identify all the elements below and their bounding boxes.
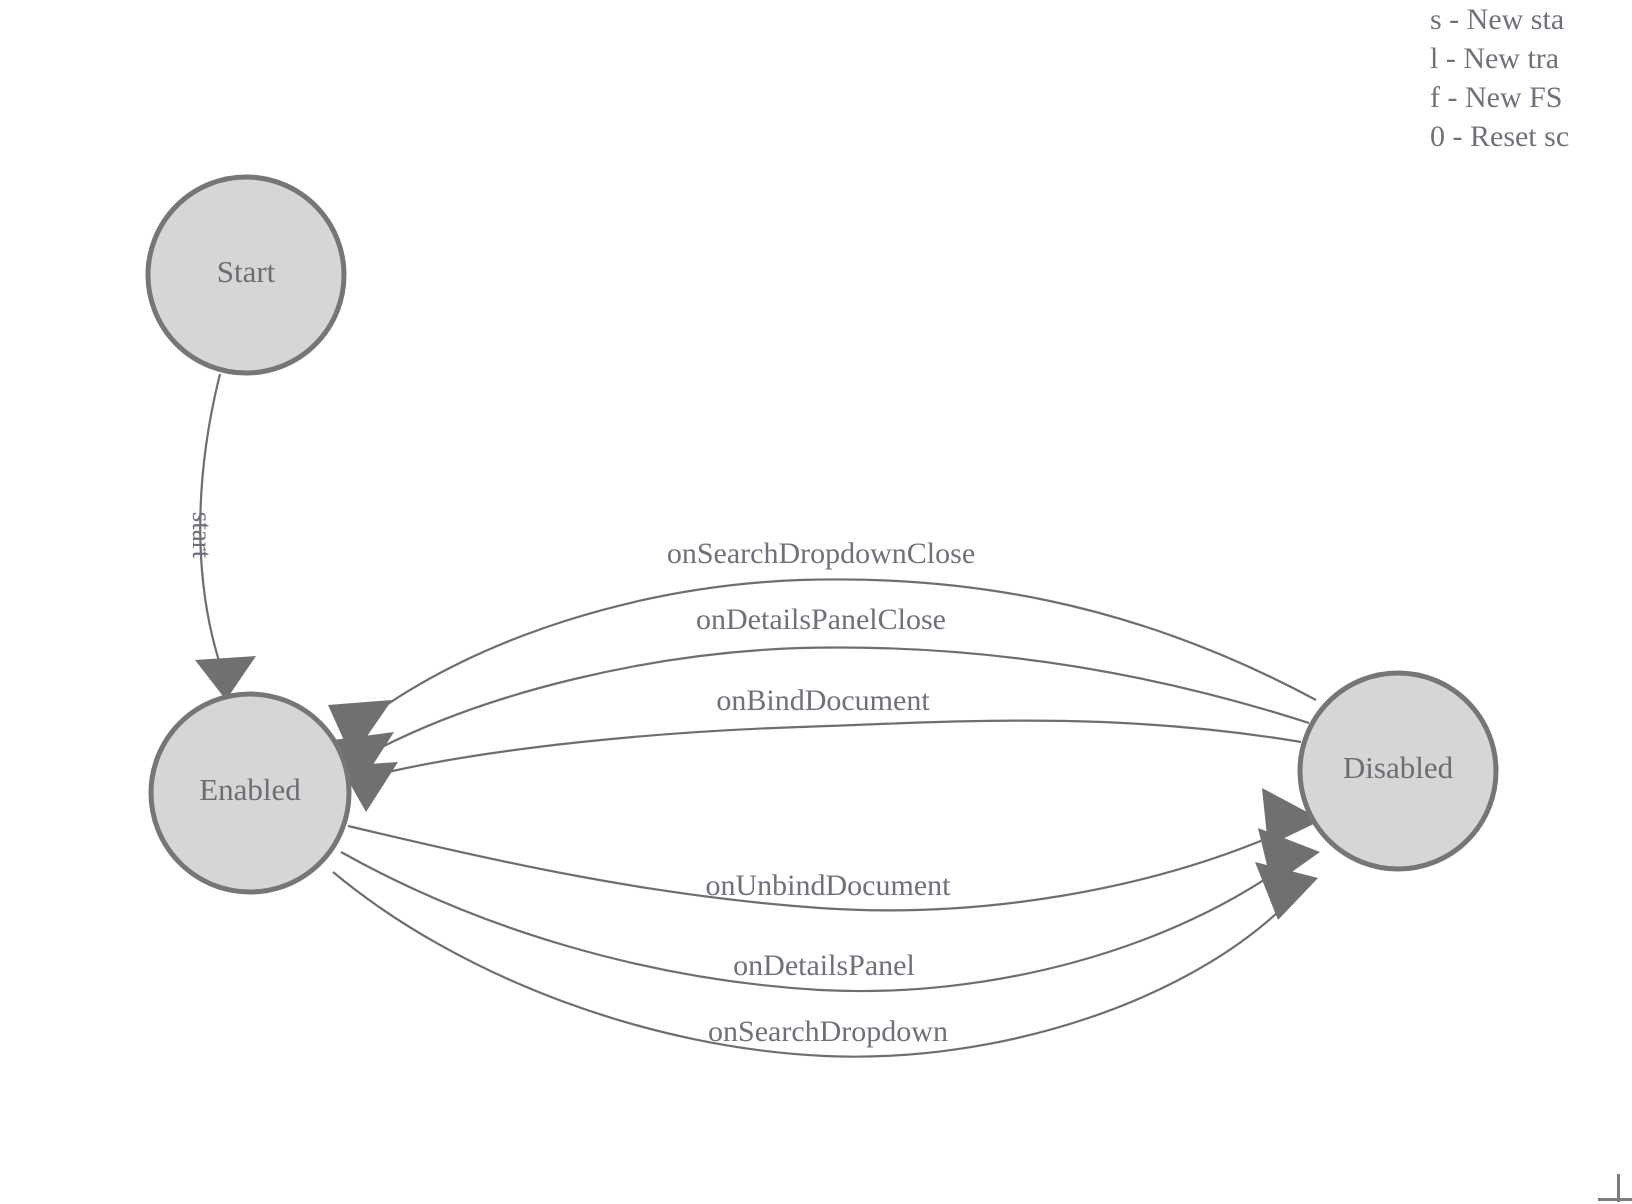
transition-path-on-details-panel-close[interactable] bbox=[379, 646, 1310, 749]
help-line-new-transition: l - New tra bbox=[1430, 42, 1560, 75]
help-line-reset: 0 - Reset sc bbox=[1430, 120, 1570, 153]
transition-path-on-bind-document[interactable] bbox=[387, 719, 1302, 774]
transition-path-on-search-dropdown-close[interactable] bbox=[371, 578, 1317, 716]
arrowhead-on-search-dropdown bbox=[1255, 862, 1318, 920]
state-node-enabled[interactable]: Enabled bbox=[148, 691, 352, 895]
state-label-enabled: Enabled bbox=[199, 772, 301, 807]
transition-label-start: start bbox=[187, 512, 217, 559]
transition-label-on-details-panel: onDetailsPanel bbox=[733, 949, 915, 982]
transition-label-on-details-panel-close: onDetailsPanelClose bbox=[696, 603, 946, 636]
keyboard-shortcut-help: s - New sta l - New tra f - New FS 0 - R… bbox=[1430, 0, 1632, 156]
transition-on-unbind-document[interactable] bbox=[347, 788, 1322, 912]
help-line-new-fsm: f - New FS bbox=[1430, 81, 1563, 114]
resize-handle-horizontal-bar bbox=[1598, 1198, 1632, 1201]
resize-handle[interactable] bbox=[1598, 1172, 1632, 1204]
transition-on-bind-document[interactable] bbox=[340, 719, 1302, 812]
transition-on-search-dropdown[interactable] bbox=[332, 862, 1318, 1058]
state-label-disabled: Disabled bbox=[1343, 750, 1454, 785]
arrowhead-on-search-dropdown-close bbox=[328, 700, 392, 758]
arrowhead-on-bind-document bbox=[340, 762, 398, 812]
transition-path-on-search-dropdown[interactable] bbox=[332, 871, 1301, 1058]
transition-start[interactable] bbox=[195, 373, 256, 700]
transition-path-on-details-panel[interactable] bbox=[340, 851, 1291, 993]
state-node-start[interactable]: Start bbox=[145, 174, 347, 376]
resize-handle-vertical-bar bbox=[1617, 1174, 1620, 1202]
state-circle-disabled[interactable] bbox=[1297, 670, 1499, 872]
help-line-new-state: s - New sta bbox=[1430, 3, 1565, 36]
state-label-start: Start bbox=[217, 254, 276, 289]
transition-path-on-unbind-document[interactable] bbox=[347, 824, 1283, 912]
state-circle-start[interactable] bbox=[145, 174, 347, 376]
arrowhead-on-details-panel-close bbox=[333, 732, 394, 788]
transition-on-search-dropdown-close[interactable] bbox=[328, 578, 1317, 758]
transition-label-on-search-dropdown-close: onSearchDropdownClose bbox=[667, 537, 975, 570]
transition-label-on-bind-document: onBindDocument bbox=[716, 684, 930, 717]
state-node-disabled[interactable]: Disabled bbox=[1297, 670, 1499, 872]
transition-label-on-search-dropdown: onSearchDropdown bbox=[708, 1015, 948, 1048]
state-circle-enabled[interactable] bbox=[148, 691, 352, 895]
arrowhead-on-unbind-document bbox=[1262, 788, 1322, 846]
transition-on-details-panel-close[interactable] bbox=[333, 646, 1310, 788]
arrowhead-start bbox=[195, 656, 256, 700]
transition-label-on-unbind-document: onUnbindDocument bbox=[706, 869, 952, 902]
transition-path-start[interactable] bbox=[199, 373, 226, 677]
